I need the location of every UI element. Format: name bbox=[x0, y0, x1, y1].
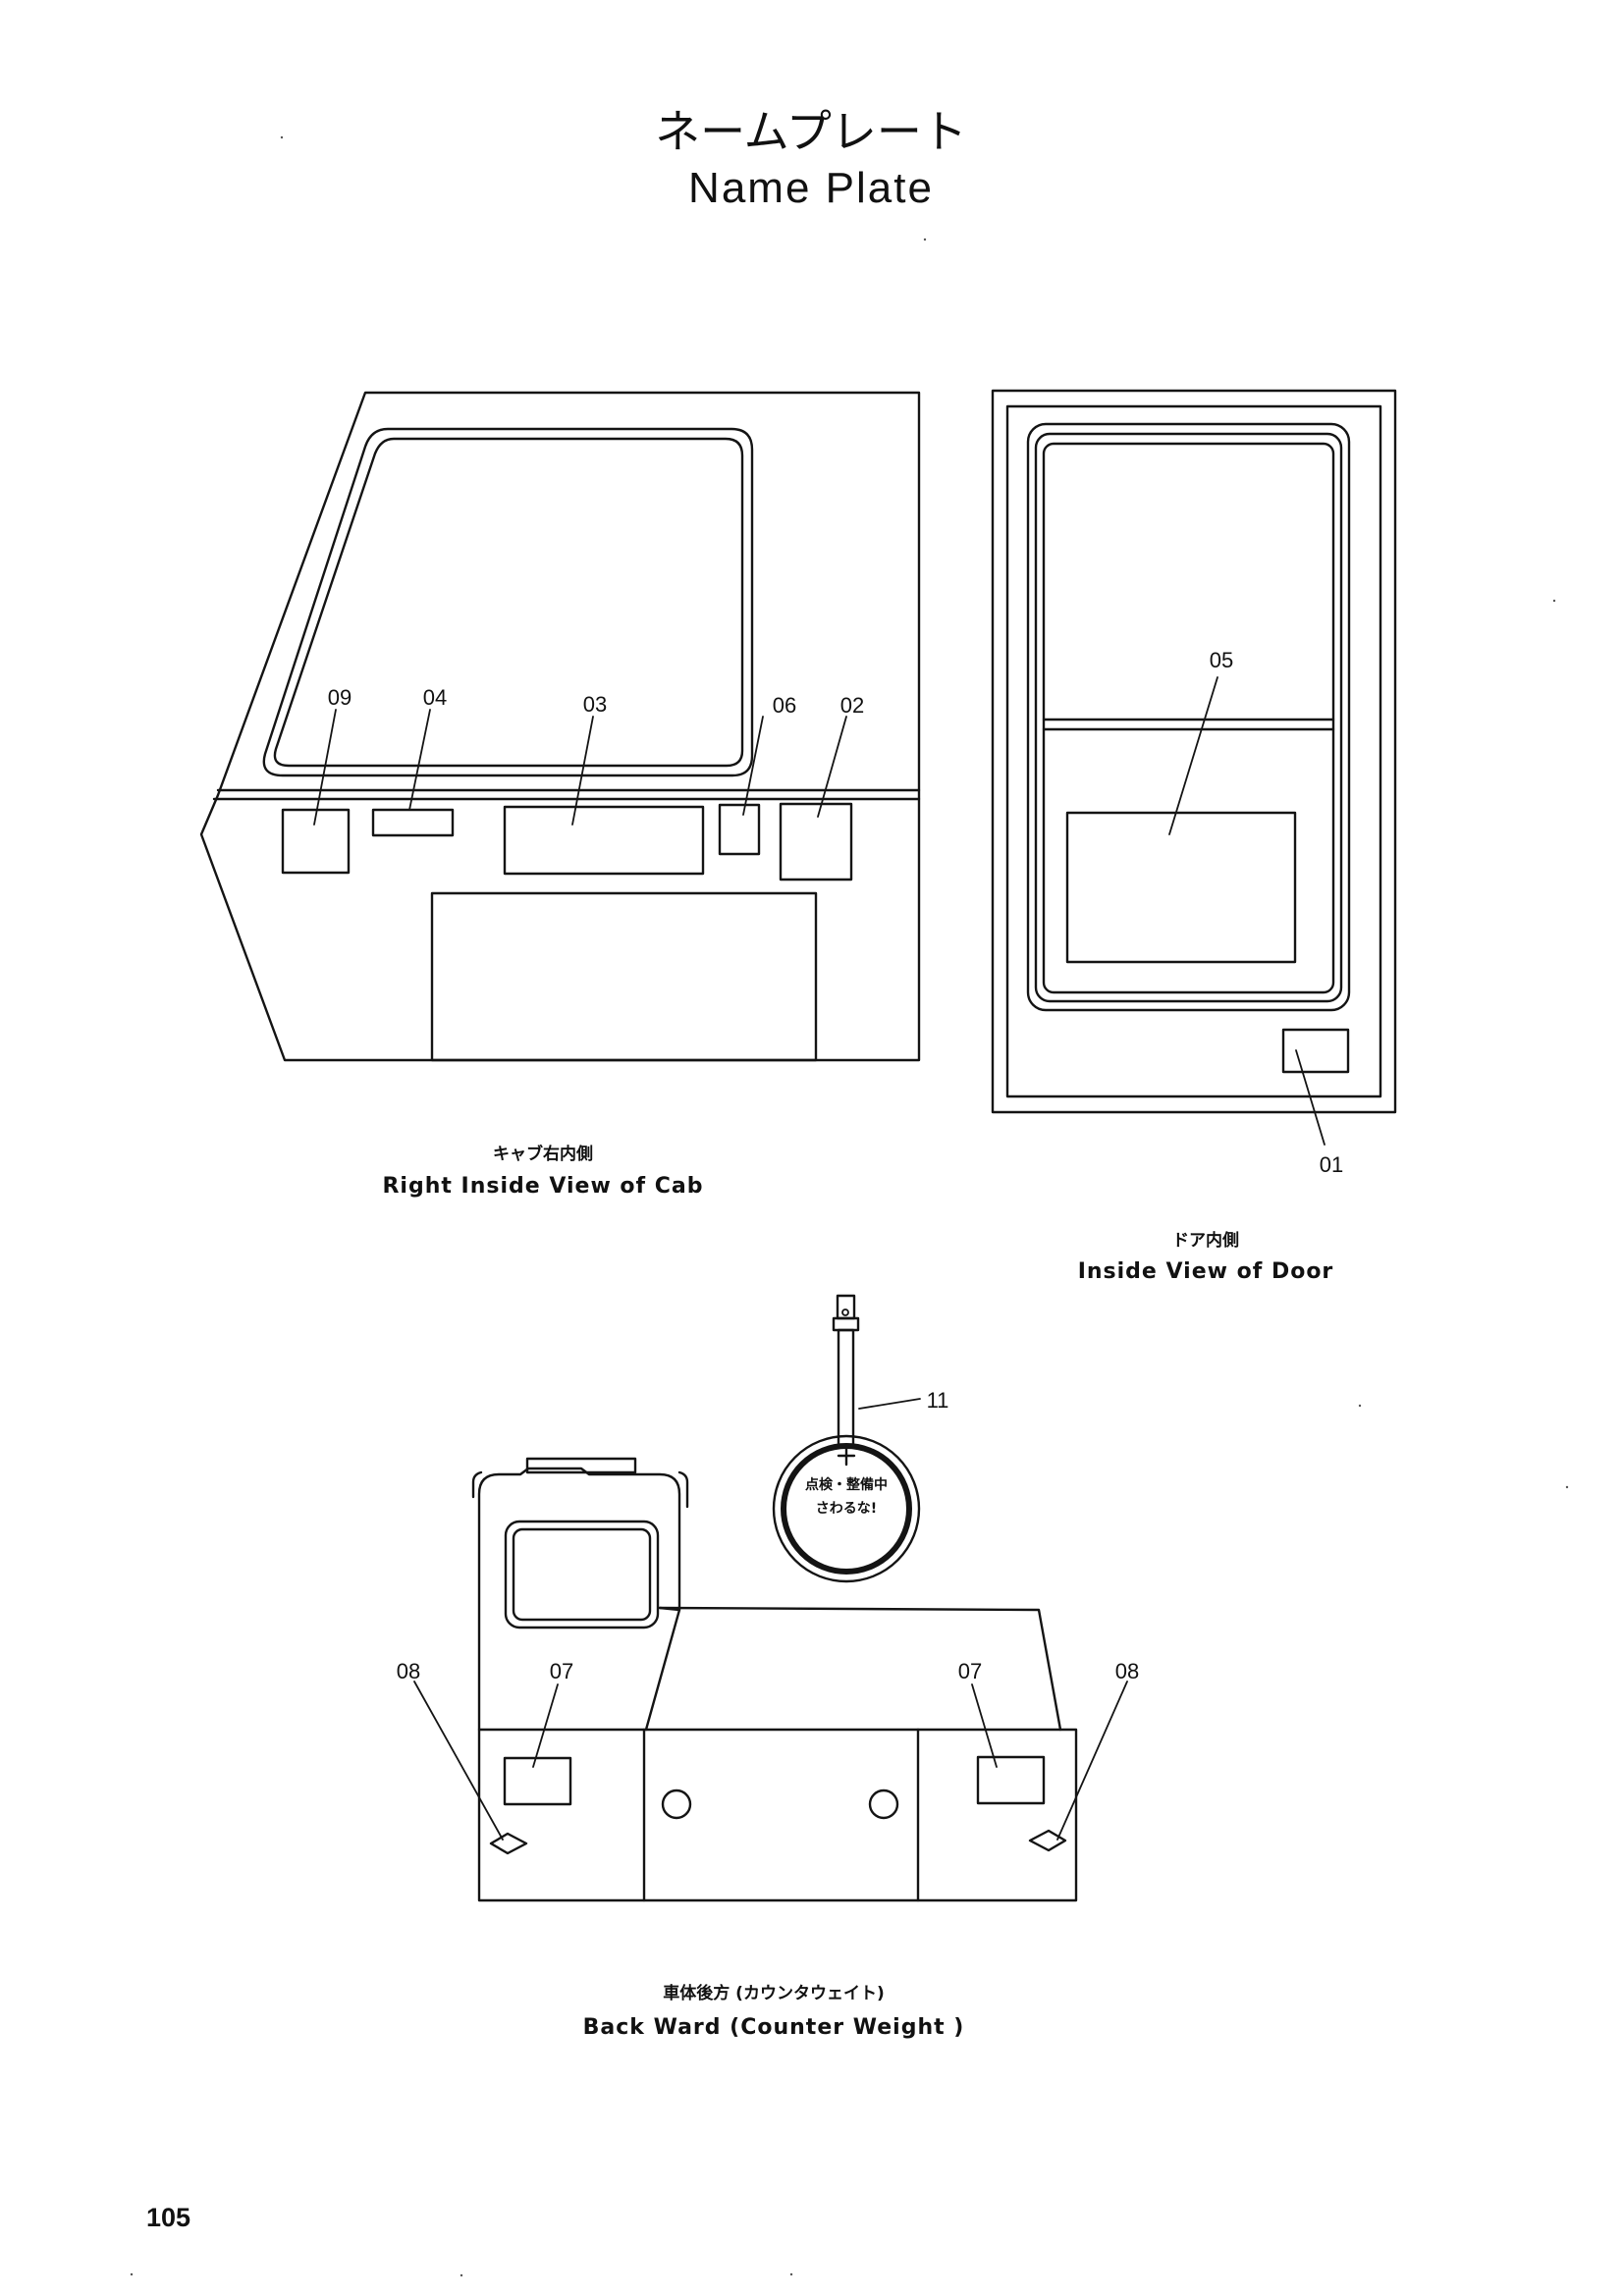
plate-01 bbox=[1281, 1028, 1350, 1074]
plate-05 bbox=[1065, 811, 1297, 964]
callout-04: 04 bbox=[423, 685, 447, 710]
door-inner-border bbox=[1005, 404, 1382, 1098]
leader-08-right bbox=[1056, 1681, 1128, 1841]
rear-cab-right-lip bbox=[677, 1470, 689, 1509]
plate-07-right bbox=[976, 1755, 1046, 1805]
rear-window-outer bbox=[504, 1520, 660, 1629]
plate-04 bbox=[371, 808, 455, 837]
rear-cab-left-lip bbox=[471, 1470, 483, 1499]
leader-07-right bbox=[971, 1683, 998, 1768]
callout-08-right: 08 bbox=[1115, 1659, 1139, 1683]
tag-strap bbox=[837, 1328, 855, 1447]
callout-08-left: 08 bbox=[397, 1659, 420, 1683]
tag-outer-ring bbox=[772, 1434, 921, 1583]
plate-09 bbox=[281, 808, 351, 875]
tag-label-line2: さわるな! bbox=[816, 1501, 877, 1517]
callout-06: 06 bbox=[773, 693, 796, 718]
warning-tag: 点検・整備中 さわるな! 11 bbox=[772, 1294, 949, 1583]
cab-outline bbox=[199, 391, 921, 1062]
leader-11 bbox=[858, 1398, 921, 1410]
plate-08-left bbox=[489, 1832, 528, 1855]
leader-01 bbox=[1295, 1049, 1325, 1146]
tag-label-line1: 点検・整備中 bbox=[805, 1476, 888, 1493]
cab-window-inner bbox=[273, 437, 744, 768]
rear-roof-cap bbox=[525, 1457, 637, 1474]
leader-05 bbox=[1168, 676, 1218, 835]
rear-cab-outline bbox=[477, 1467, 681, 1732]
title-english: Name Plate bbox=[688, 164, 934, 212]
door-window-frame-inner bbox=[1042, 442, 1335, 994]
leader-04 bbox=[408, 709, 431, 811]
door-caption-japanese: ドア内側 bbox=[1172, 1230, 1239, 1251]
callout-07-left: 07 bbox=[550, 1659, 573, 1683]
leader-08-left bbox=[413, 1681, 504, 1841]
rear-engine-hood bbox=[658, 1606, 1062, 1732]
leader-02 bbox=[817, 716, 847, 818]
scan-specks bbox=[130, 135, 1569, 2277]
rear-hood-join bbox=[658, 1606, 681, 1612]
door-caption-english: Inside View of Door bbox=[1078, 1259, 1334, 1284]
callout-11: 11 bbox=[927, 1388, 949, 1413]
page-number: 105 bbox=[146, 2203, 190, 2232]
title-japanese: ネームプレート bbox=[655, 105, 967, 158]
callout-09: 09 bbox=[328, 685, 352, 710]
cab-seat-panel bbox=[430, 891, 818, 1062]
callout-07-right: 07 bbox=[958, 1659, 982, 1683]
plate-07-left bbox=[503, 1756, 572, 1806]
cab-window-outer bbox=[262, 427, 754, 777]
callout-05: 05 bbox=[1210, 648, 1233, 672]
leader-06 bbox=[742, 716, 764, 816]
lifting-eye-right bbox=[868, 1789, 899, 1820]
rear-caption-japanese: 車体後方 (カウンタウェイト) bbox=[663, 1983, 884, 2003]
tag-hanger-clip bbox=[832, 1316, 860, 1332]
door-outline bbox=[991, 389, 1397, 1114]
lifting-eye-left bbox=[661, 1789, 692, 1820]
cab-caption-japanese: キャブ右内側 bbox=[493, 1144, 593, 1164]
leader-09 bbox=[313, 709, 337, 826]
rear-counterweight-view: 07 07 08 08 車体後方 (カウンタウェイト) Back Ward (C… bbox=[397, 1457, 1139, 2040]
tag-hanger-hole bbox=[841, 1308, 849, 1316]
cab-inside-view: 09 04 03 06 02 キャブ右内側 Right Inside View … bbox=[199, 391, 921, 1199]
leader-07-left bbox=[532, 1683, 559, 1768]
counterweight-body bbox=[477, 1728, 1078, 1902]
callout-01: 01 bbox=[1320, 1152, 1343, 1177]
callout-03: 03 bbox=[583, 692, 607, 717]
door-window-frame-outer bbox=[1026, 422, 1351, 1012]
rear-window-inner bbox=[512, 1527, 652, 1622]
callout-02: 02 bbox=[840, 693, 864, 718]
tag-rivet-cross bbox=[837, 1445, 856, 1467]
plate-08-right bbox=[1028, 1829, 1067, 1852]
door-inside-view: 05 01 ドア内側 Inside View of Door bbox=[991, 389, 1397, 1284]
plate-02 bbox=[779, 802, 853, 881]
cab-caption-english: Right Inside View of Cab bbox=[382, 1174, 703, 1199]
door-window-frame-mid bbox=[1034, 432, 1343, 1003]
plate-06 bbox=[718, 803, 761, 856]
plate-03 bbox=[503, 805, 705, 876]
rear-caption-english: Back Ward (Counter Weight ) bbox=[583, 2015, 965, 2040]
leader-03 bbox=[571, 716, 594, 826]
